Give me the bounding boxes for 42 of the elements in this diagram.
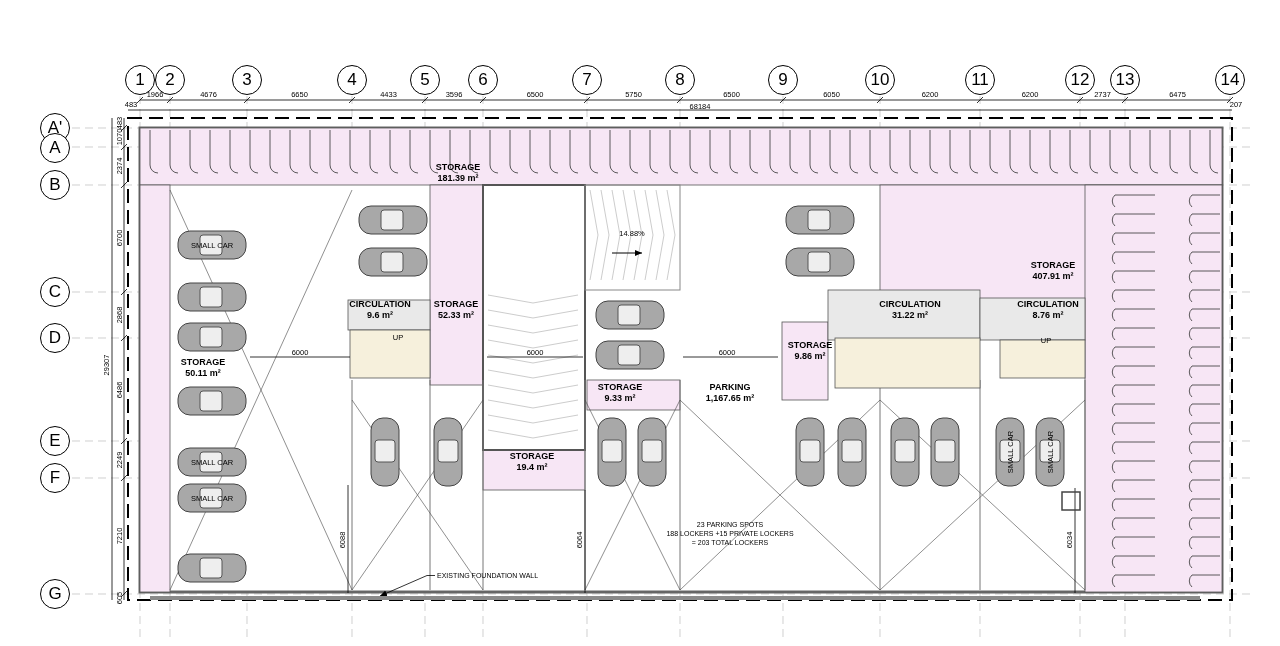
grid-bubble: 5 bbox=[410, 65, 440, 95]
room-area: 9.6 m² bbox=[349, 310, 411, 321]
room-name: STORAGE bbox=[433, 299, 479, 310]
room-area: 19.4 m² bbox=[509, 462, 555, 473]
grid-bubble: F bbox=[40, 463, 70, 493]
room-area: 1,167.65 m² bbox=[705, 393, 755, 404]
grid-bubble: E bbox=[40, 426, 70, 456]
grid-bubble: 12 bbox=[1065, 65, 1095, 95]
grid-bubble: 11 bbox=[965, 65, 995, 95]
room-name: STORAGE bbox=[1030, 260, 1076, 271]
room-name: CIRCULATION bbox=[349, 299, 411, 310]
grid-bubble: D bbox=[40, 323, 70, 353]
grid-bubble: 10 bbox=[865, 65, 895, 95]
room-name: STORAGE bbox=[597, 382, 643, 393]
grid-bubble: A bbox=[40, 133, 70, 163]
grid-bubble: B bbox=[40, 170, 70, 200]
grid-bubble: 4 bbox=[337, 65, 367, 95]
room-area: 9.86 m² bbox=[787, 351, 833, 362]
grid-bubble: G bbox=[40, 579, 70, 609]
room-area: 50.11 m² bbox=[180, 368, 226, 379]
room-name: STORAGE bbox=[787, 340, 833, 351]
room-area: 407.91 m² bbox=[1030, 271, 1076, 282]
room-area: 31.22 m² bbox=[879, 310, 941, 321]
grid-bubble: 6 bbox=[468, 65, 498, 95]
room-area: 9.33 m² bbox=[597, 393, 643, 404]
room-name: STORAGE bbox=[180, 357, 226, 368]
grid-bubble: 13 bbox=[1110, 65, 1140, 95]
grid-bubble: 8 bbox=[665, 65, 695, 95]
room-name: STORAGE bbox=[509, 451, 555, 462]
grid-bubble: 9 bbox=[768, 65, 798, 95]
grid-bubble: 7 bbox=[572, 65, 602, 95]
room-area: 8.76 m² bbox=[1017, 310, 1079, 321]
grid-bubble: C bbox=[40, 277, 70, 307]
room-area: 181.39 m² bbox=[435, 173, 481, 184]
room-name: CIRCULATION bbox=[879, 299, 941, 310]
room-area: 52.33 m² bbox=[433, 310, 479, 321]
room-name: CIRCULATION bbox=[1017, 299, 1079, 310]
grid-bubble: 3 bbox=[232, 65, 262, 95]
grid-bubble: 14 bbox=[1215, 65, 1245, 95]
foundation-wall bbox=[150, 596, 1200, 600]
room-name: PARKING bbox=[708, 382, 752, 393]
room-name: STORAGE bbox=[435, 162, 481, 173]
